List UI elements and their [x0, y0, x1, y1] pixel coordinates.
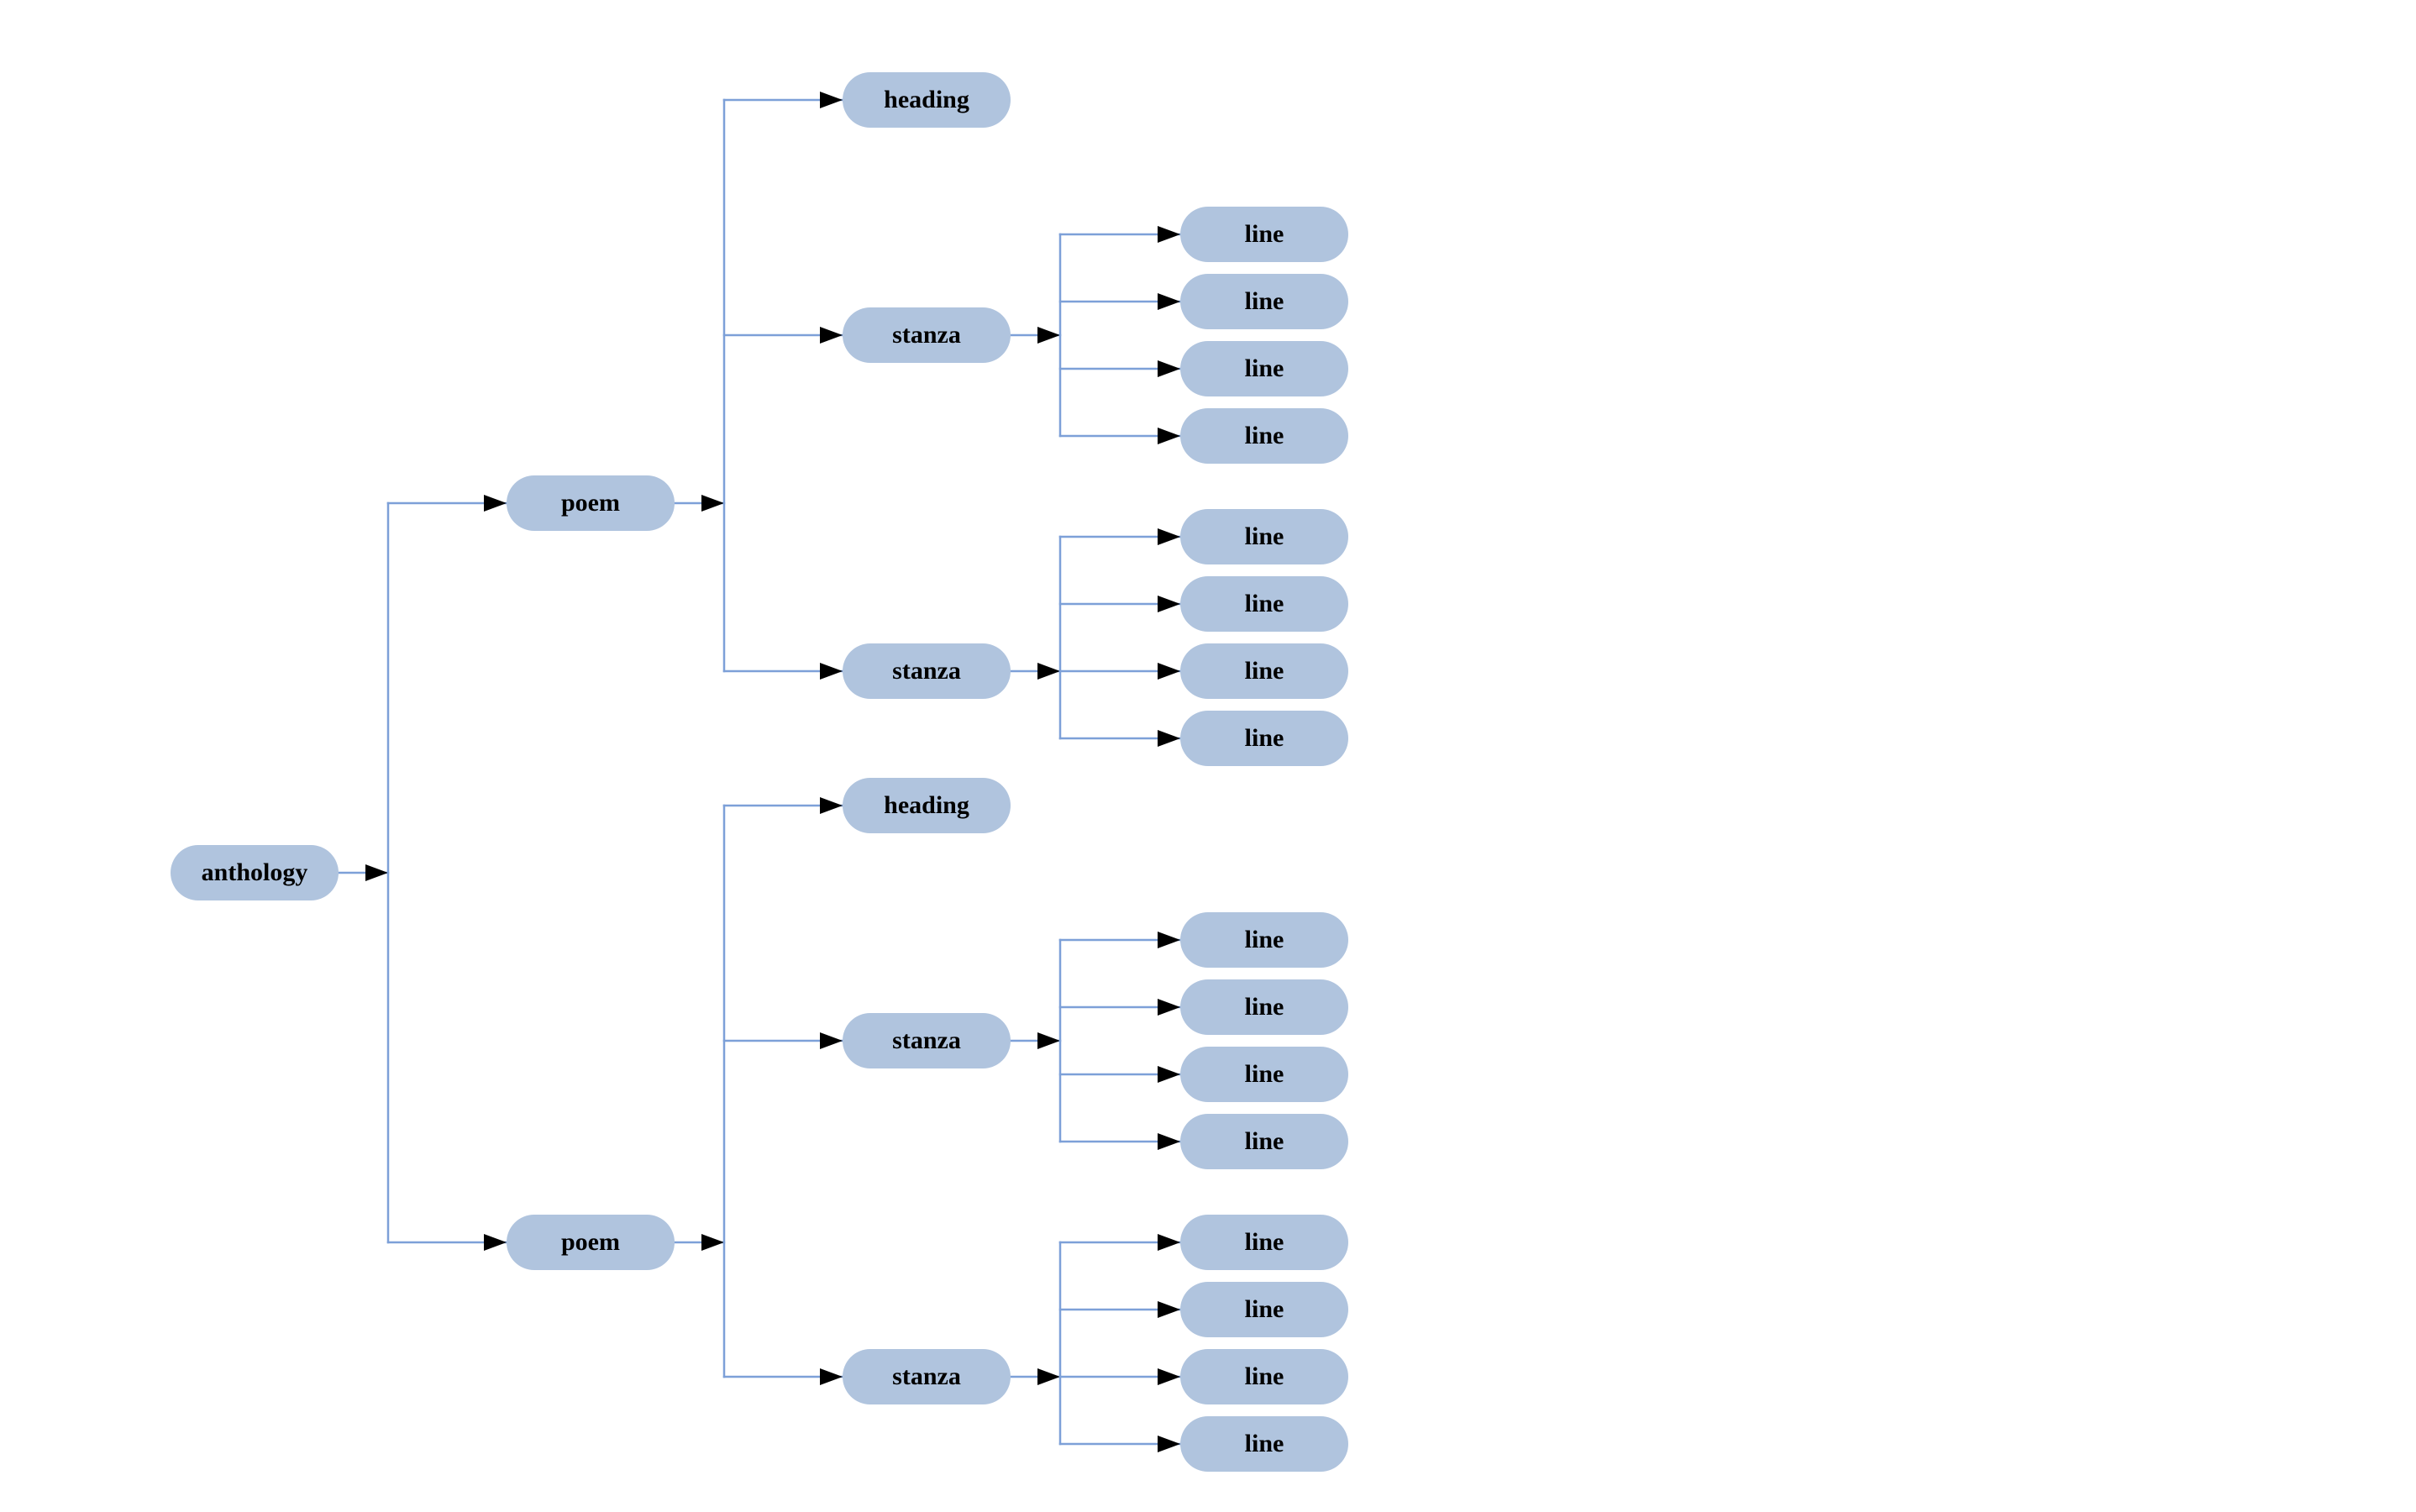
node-line: line [1180, 1114, 1348, 1169]
node-line: line [1180, 643, 1348, 699]
node-stanza: stanza [843, 1349, 1011, 1404]
node-stanza: stanza [843, 1013, 1011, 1068]
node-line: line [1180, 1047, 1348, 1102]
node-stanza: stanza [843, 643, 1011, 699]
node-poem: poem [507, 475, 675, 531]
node-line: line [1180, 576, 1348, 632]
node-line: line [1180, 509, 1348, 564]
node-line: line [1180, 207, 1348, 262]
node-line: line [1180, 408, 1348, 464]
node-line: line [1180, 274, 1348, 329]
node-line: line [1180, 1349, 1348, 1404]
node-line: line [1180, 1215, 1348, 1270]
node-line: line [1180, 979, 1348, 1035]
node-line: line [1180, 341, 1348, 396]
node-line: line [1180, 711, 1348, 766]
node-stanza: stanza [843, 307, 1011, 363]
node-line: line [1180, 1416, 1348, 1472]
node-line: line [1180, 1282, 1348, 1337]
node-anthology: anthology [171, 845, 339, 900]
node-heading: heading [843, 778, 1011, 833]
node-line: line [1180, 912, 1348, 968]
node-heading: heading [843, 72, 1011, 128]
node-poem: poem [507, 1215, 675, 1270]
